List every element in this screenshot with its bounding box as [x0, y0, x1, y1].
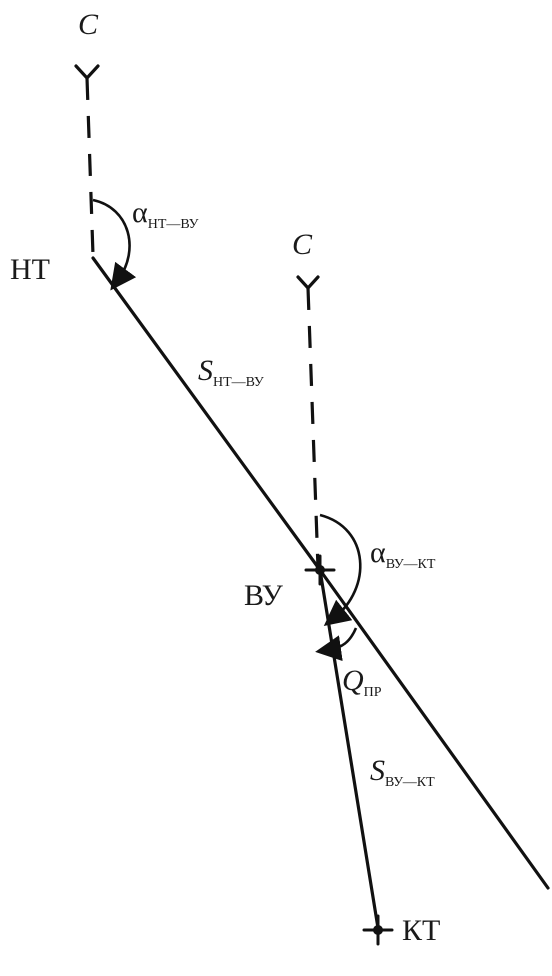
- angle-q-label: QПР: [342, 664, 382, 700]
- north-tick-2: [296, 275, 320, 291]
- extension-line: [318, 568, 550, 890]
- angle-arc-alpha-1: [92, 198, 137, 291]
- start-point-label: НТ: [10, 253, 50, 286]
- angle-arc-alpha-2: [319, 513, 362, 627]
- traverse-line-nt-vu: [91, 256, 322, 572]
- north-label-2: C: [292, 228, 313, 261]
- alpha-label-1: αНТ—ВУ: [132, 196, 199, 232]
- vertex-marker: [304, 554, 336, 586]
- end-point-label: КТ: [402, 914, 440, 947]
- angle-arc-q: [315, 627, 358, 662]
- end-point-marker: [362, 914, 394, 946]
- side-label-2: SВУ—КТ: [370, 754, 435, 790]
- vertex-label: ВУ: [244, 579, 284, 612]
- north-tick-1: [74, 64, 100, 81]
- north-dashed-line-1: [85, 77, 95, 256]
- north-arrow-1: C: [74, 8, 100, 256]
- north-arrow-2: C: [292, 228, 320, 569]
- alpha-label-2: αВУ—КТ: [370, 536, 436, 572]
- north-dashed-line-2: [306, 287, 320, 569]
- side-label-1: SНТ—ВУ: [198, 354, 264, 390]
- traverse-line-vu-kt: [318, 568, 380, 930]
- north-label-1: C: [78, 8, 99, 41]
